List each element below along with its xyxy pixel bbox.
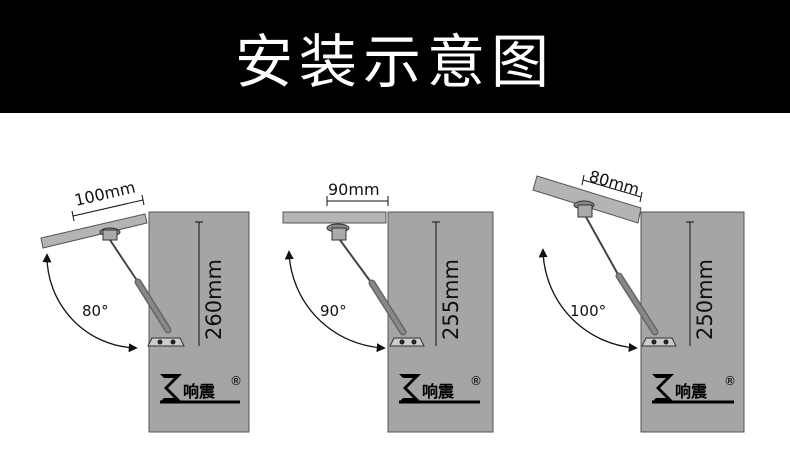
cabinet-side <box>640 211 745 433</box>
cabinet-side <box>387 211 494 433</box>
panel-80-degree: 100mm 80° 260mm 响震 ® <box>40 178 250 433</box>
angle-label: 100° <box>570 302 606 320</box>
height-label: 260mm <box>202 259 226 340</box>
brand-logo: 响震 ® <box>652 374 736 404</box>
angle-label: 80° <box>82 302 109 320</box>
brand-logo: 响震 ® <box>160 374 242 404</box>
door-panel <box>282 211 387 224</box>
door-panel <box>532 175 642 224</box>
brand-name: 响震 <box>422 382 455 401</box>
brand-name: 响震 <box>183 382 216 401</box>
registered-mark: ® <box>470 374 482 388</box>
registered-mark: ® <box>724 374 736 388</box>
angle-arc <box>538 248 638 353</box>
page-title: 安装示意图 <box>234 27 555 96</box>
panel-100-degree: 80mm 100° 250mm 响震 ® <box>532 167 745 433</box>
brand-name: 响震 <box>675 382 708 401</box>
door-panel <box>40 213 148 249</box>
registered-mark: ® <box>230 374 242 388</box>
width-dimension: 100mm <box>71 178 145 222</box>
panel-90-degree: 90mm 90° 255mm 响震 ® <box>282 180 494 433</box>
height-label: 250mm <box>693 259 717 340</box>
angle-arc <box>284 250 386 353</box>
angle-arc <box>42 253 138 353</box>
angle-label: 90° <box>320 302 347 320</box>
height-label: 255mm <box>439 259 463 340</box>
brand-logo: 响震 ® <box>399 374 482 404</box>
width-label: 90mm <box>328 180 380 199</box>
width-dimension: 90mm <box>326 180 389 206</box>
gas-strut <box>99 227 185 347</box>
title-banner: 安装示意图 <box>0 0 790 113</box>
width-label: 100mm <box>73 178 137 210</box>
